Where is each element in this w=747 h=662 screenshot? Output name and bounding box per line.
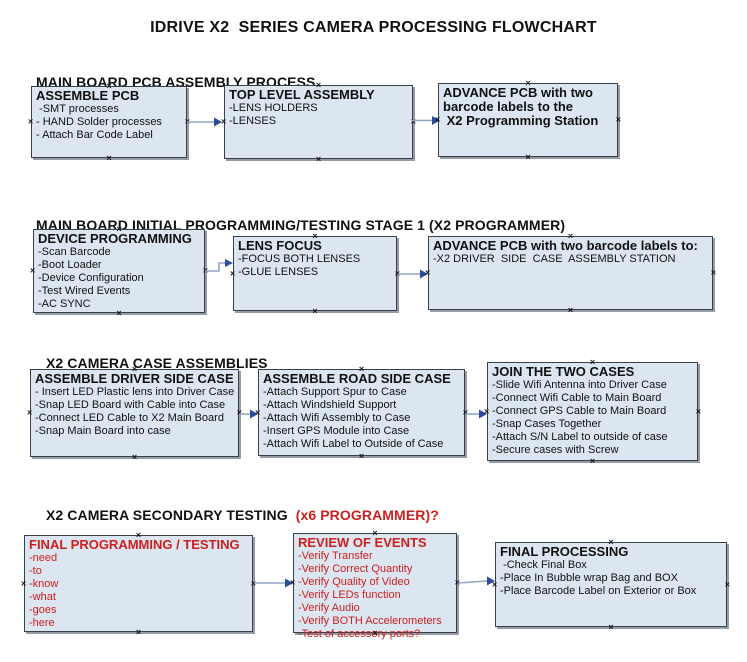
box-item: -Verify Correct Quantity xyxy=(298,563,413,575)
heading-text: X2 CAMERA CASE ASSEMBLIES xyxy=(45,355,268,371)
flow-box-assemble-road-side-case: ASSEMBLE ROAD SIDE CASE -Attach Support … xyxy=(255,365,468,461)
box-title: REVIEW OF EVENTS xyxy=(298,535,427,550)
box-item: -Snap Cases Together xyxy=(492,418,602,430)
box-item: -AC SYNC xyxy=(38,298,91,310)
box-item: -Connect Wifi Cable to Main Board xyxy=(492,392,662,404)
anchor-left-icon: × xyxy=(28,116,34,127)
anchor-left-icon: × xyxy=(27,407,33,418)
box-item: -Attach Windshield Support xyxy=(263,399,397,411)
flow-box-assemble-pcb: ASSEMBLE PCB -SMT processes - HAND Solde… xyxy=(28,82,190,163)
anchor-left-icon: × xyxy=(21,578,27,588)
box-item: -need xyxy=(29,552,58,564)
box-item: -X2 DRIVER SIDE CASE ASSEMBLY STATION xyxy=(433,253,676,265)
anchor-bottom-icon: × xyxy=(589,456,596,466)
box-item: -Insert GPS Module into Case xyxy=(263,425,410,437)
box-item: -Place In Bubble wrap Bag and BOX xyxy=(500,572,678,584)
box-item: -Slide Wifi Antenna into Driver Case xyxy=(492,379,667,391)
box-item: -Scan Barcode xyxy=(38,246,111,258)
anchor-bottom-icon: × xyxy=(567,305,574,315)
box-item: -Connect LED Cable to X2 Main Board xyxy=(35,412,224,424)
box-item: -Test Wired Events xyxy=(38,285,131,297)
flow-arrow xyxy=(205,259,233,272)
box-item: -LENSES xyxy=(229,115,277,127)
page-title: IDRIVE X2 SERIES CAMERA PROCESSING FLOWC… xyxy=(150,19,597,36)
box-item: -Attach Wifi Label to Outside of Case xyxy=(263,438,444,450)
box-title: ASSEMBLE PCB xyxy=(36,88,140,103)
box-title: LENS FOCUS xyxy=(238,238,322,253)
box-item: -Verify BOTH Accelerometers xyxy=(298,615,442,627)
box-item: -Attach S/N Label to outside of case xyxy=(492,431,668,443)
box-item: -Secure cases with Screw xyxy=(492,444,619,456)
box-item: -Place Barcode Label on Exterior or Box xyxy=(500,585,697,597)
box-item: -FOCUS BOTH LENSES xyxy=(238,253,361,265)
box-item: -Snap LED Board with Cable into Case xyxy=(35,399,226,411)
anchor-right-icon: × xyxy=(710,267,716,278)
flow-arrow xyxy=(254,578,293,588)
box-title: ADVANCE PCB with two barcode labels to t… xyxy=(443,85,599,128)
flow-box-advance-pcb-programming-station: ADVANCE PCB with two barcode labels to t… xyxy=(435,79,621,162)
box-item: -Device Configuration xyxy=(38,272,144,284)
heading-text: X2 CAMERA SECONDARY TESTING xyxy=(45,507,292,523)
anchor-bottom-icon: × xyxy=(525,152,531,162)
box-item: -here xyxy=(29,617,55,629)
anchor-bottom-icon: × xyxy=(312,306,318,316)
flow-arrow xyxy=(187,117,222,127)
box-title: JOIN THE TWO CASES xyxy=(492,364,635,379)
anchor-bottom-icon: × xyxy=(131,452,138,462)
flow-arrow xyxy=(466,409,487,419)
box-item: - HAND Solder processes xyxy=(36,116,162,128)
anchor-bottom-icon: × xyxy=(106,153,112,163)
anchor-bottom-icon: × xyxy=(608,622,614,632)
box-item: -what xyxy=(29,591,56,603)
anchor-right-icon: × xyxy=(695,406,701,416)
box-title: DEVICE PROGRAMMING xyxy=(38,231,192,246)
section-heading-secondary-testing: X2 CAMERA SECONDARY TESTING (x6 PROGRAMM… xyxy=(30,491,439,539)
flow-box-advance-pcb-case-assembly: ADVANCE PCB with two barcode labels to: … xyxy=(425,232,716,315)
flow-arrow xyxy=(398,269,428,279)
box-item: -SMT processes xyxy=(36,103,119,115)
flow-box-join-the-two-cases: JOIN THE TWO CASES -Slide Wifi Antenna i… xyxy=(484,358,701,466)
box-item: - Attach Bar Code Label xyxy=(36,129,153,141)
anchor-right-icon: × xyxy=(615,114,621,125)
box-item: -know xyxy=(29,578,59,590)
flow-box-assemble-driver-side-case: ASSEMBLE DRIVER SIDE CASE - Insert LED P… xyxy=(27,365,242,462)
flow-box-final-programming-testing: FINAL PROGRAMMING / TESTING -need -to -k… xyxy=(21,531,256,637)
box-item: -Verify Audio xyxy=(298,602,360,614)
anchor-bottom-icon: × xyxy=(358,451,365,461)
section-heading-case-assemblies: X2 CAMERA CASE ASSEMBLIES xyxy=(30,339,268,387)
anchor-right-icon: × xyxy=(724,579,730,589)
box-title: TOP LEVEL ASSEMBLY xyxy=(229,87,375,102)
box-item: -to xyxy=(29,565,42,577)
flow-arrow xyxy=(412,116,440,125)
box-item: -Verify LEDs function xyxy=(298,589,401,601)
anchor-left-icon: × xyxy=(30,265,36,276)
box-item: -Attach Support Spur to Case xyxy=(263,386,407,398)
box-title: ADVANCE PCB with two barcode labels to: xyxy=(433,238,698,253)
box-title: ASSEMBLE DRIVER SIDE CASE xyxy=(35,371,234,386)
flow-box-final-processing: FINAL PROCESSING -Check Final Box -Place… xyxy=(492,538,730,632)
box-item: -LENS HOLDERS xyxy=(229,102,318,114)
anchor-bottom-icon: × xyxy=(315,154,322,164)
box-title: FINAL PROCESSING xyxy=(500,544,629,559)
box-item: -Verify Quality of Video xyxy=(298,576,410,588)
box-item: -Check Final Box xyxy=(500,559,587,571)
box-item: - Insert LED Plastic lens into Driver Ca… xyxy=(35,386,235,398)
flow-box-top-level-assembly: TOP LEVEL ASSEMBLY -LENS HOLDERS -LENSES… xyxy=(221,81,416,164)
box-item: -Connect GPS Cable to Main Board xyxy=(492,405,667,417)
box-title: ASSEMBLE ROAD SIDE CASE xyxy=(263,371,451,386)
flow-arrow xyxy=(240,409,258,419)
box-item: -Verify Transfer xyxy=(298,550,373,562)
box-item: -Snap Main Board into case xyxy=(35,425,171,437)
box-item: -Boot Loader xyxy=(38,259,102,271)
box-item: -Test of accessory ports? xyxy=(298,628,421,640)
box-item: -goes xyxy=(29,604,57,616)
heading-red-text: (x6 PROGRAMMER)? xyxy=(291,507,439,523)
box-title: FINAL PROGRAMMING / TESTING xyxy=(29,537,240,552)
flow-box-lens-focus: LENS FOCUS -FOCUS BOTH LENSES -GLUE LENS… xyxy=(230,232,400,316)
flow-box-device-programming: DEVICE PROGRAMMING -Scan Barcode -Boot L… xyxy=(30,225,208,318)
box-item: -GLUE LENSES xyxy=(238,266,319,278)
flow-box-review-of-events: REVIEW OF EVENTS -Verify Transfer -Verif… xyxy=(290,529,460,641)
box-item: -Attach Wifi Assembly to Case xyxy=(263,412,411,424)
flow-arrow xyxy=(457,576,495,586)
